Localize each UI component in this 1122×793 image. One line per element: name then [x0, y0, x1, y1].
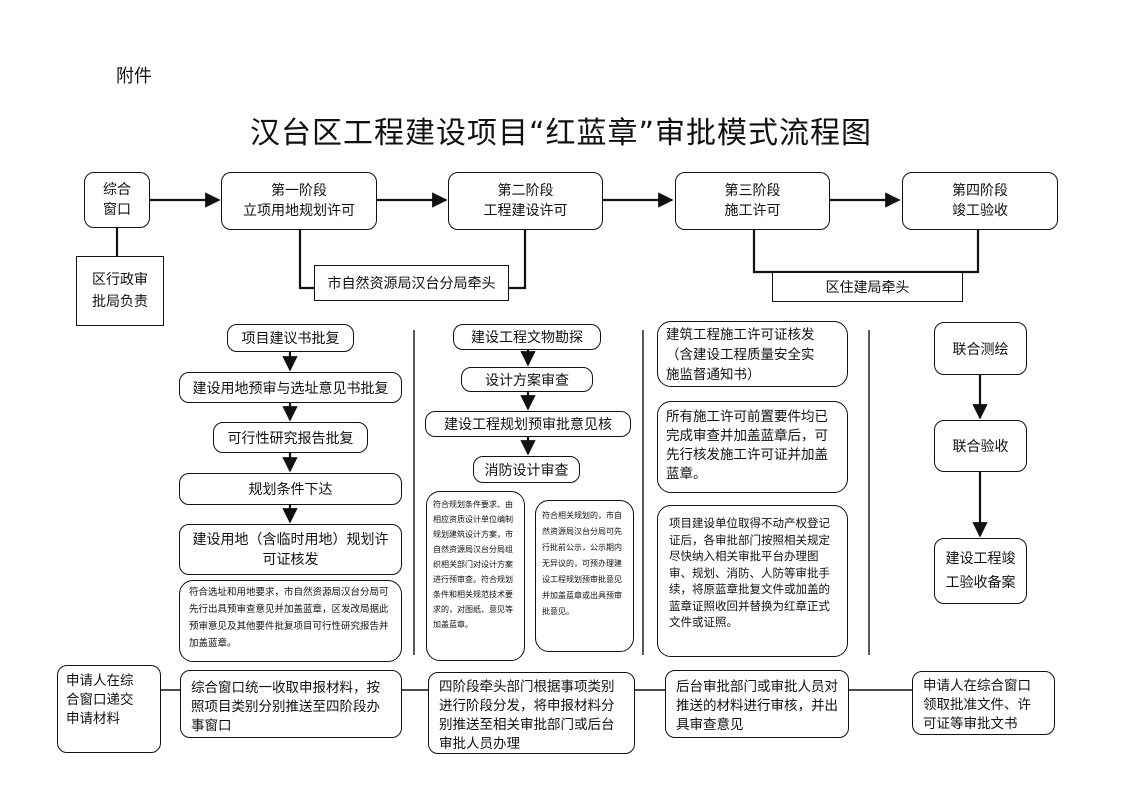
col2-item-2: 设计方案审查	[461, 367, 593, 392]
col2-note-right-text: 符合相关规划的，市自然资源局汉台分局可先行批前公示，公示期内无异议的，可预办理建…	[542, 511, 622, 616]
comprehensive-window-label: 综合 窗口	[103, 182, 131, 218]
col4-item-2: 联合验收	[934, 420, 1027, 472]
lead-34-box: 区住建局牵头	[772, 272, 963, 302]
stage1-box: 第一阶段 立项用地规划许可	[221, 172, 377, 230]
col1-item-5-label: 建设用地（含临时用地）规划许 可证核发	[192, 531, 389, 568]
col1-note-text: 符合选址和用地要求，市自然资源局汉台分局可先行出具预审查意见并加盖蓝章，区发改局…	[189, 587, 389, 649]
lead-12-label: 市自然资源局汉台分局牵头	[327, 276, 496, 292]
stage2-box: 第二阶段 工程建设许可	[448, 172, 603, 230]
col2-note-left-text: 符合规划条件要求、由相应资质设计单位编制规划建筑设计方案，市自然资源局汉台分局组…	[433, 500, 513, 629]
col3-permit-box: 建筑工程施工许可证核发 （含建设工程质量安全实 施监督通知书）	[657, 321, 848, 387]
col1-item-3: 可行性研究报告批复	[213, 422, 368, 453]
col2-item-3: 建设工程规划预审批意见核	[425, 411, 631, 437]
stage4-label: 第四阶段 竣工验收	[952, 183, 1008, 219]
stage4-box: 第四阶段 竣工验收	[902, 172, 1058, 230]
col1-item-3-label: 可行性研究报告批复	[227, 430, 354, 447]
backend-review-text: 后台审批部门或审批人员对推送的材料进行审核，并出具审查意见	[676, 679, 838, 733]
col4-item-1: 联合测绘	[934, 322, 1027, 375]
stage3-label: 第三阶段 施工许可	[724, 183, 781, 219]
col1-note: 符合选址和用地要求，市自然资源局汉台分局可先行出具预审查意见并加盖蓝章，区发改局…	[179, 580, 402, 662]
col2-item-1-label: 建设工程文物勘探	[471, 330, 583, 346]
col3-permit-label: 建筑工程施工许可证核发 （含建设工程质量安全实 施监督通知书）	[666, 327, 815, 383]
col1-item-4-label: 规划条件下达	[248, 482, 333, 498]
col2-note-left: 符合规划条件要求、由相应资质设计单位编制规划建筑设计方案，市自然资源局汉台分局组…	[426, 491, 525, 661]
window-collect-text: 综合窗口统一收取申报材料，按照项目类别分别推送至四阶段办事窗口	[191, 680, 380, 734]
col4-item-1-label: 联合测绘	[952, 341, 1009, 358]
stage-lead-box: 四阶段牵头部门根据事项类别进行阶段分发，将申报材料分别推送至相关审批部门或后台审…	[428, 672, 635, 754]
lead-12-box: 市自然资源局汉台分局牵头	[314, 265, 509, 301]
backend-review-box: 后台审批部门或审批人员对推送的材料进行审核，并出具审查意见	[665, 670, 849, 738]
admin-bureau-box: 区行政审 批局负责	[76, 256, 164, 326]
col3-note2-text: 项目建设单位取得不动产权登记证后，各审批部门按照相关规定尽快纳入相关审批平台办理…	[669, 516, 830, 629]
col3-note1: 所有施工许可前置要件均已完成审查并加盖蓝章后，可先行核发施工许可证并加盖蓝章。	[657, 401, 848, 493]
col2-item-1: 建设工程文物勘探	[453, 324, 601, 350]
col3-note1-text: 所有施工许可前置要件均已完成审查并加盖蓝章后，可先行核发施工许可证并加盖蓝章。	[666, 409, 828, 482]
page-title: 汉台区工程建设项目“红蓝章”审批模式流程图	[249, 116, 873, 151]
col2-item-3-label: 建设工程规划预审批意见核	[444, 417, 612, 433]
col4-item-3-label: 建设工程竣 工验收备案	[945, 551, 1016, 591]
col1-item-5: 建设用地（含临时用地）规划许 可证核发	[179, 524, 402, 575]
applicant-receive-text: 申请人在综合窗口领取批准文件、许可证等审批文书	[923, 678, 1031, 732]
applicant-submit-text: 申请人在综 合窗口递交 申请材料	[66, 673, 134, 727]
col1-item-1: 项目建议书批复	[227, 324, 354, 352]
col1-item-2-label: 建设用地预审与选址意见书批复	[192, 380, 389, 397]
col1-item-4: 规划条件下达	[179, 473, 402, 505]
lead-34-label: 区住建局牵头	[825, 280, 910, 296]
stage3-box: 第三阶段 施工许可	[675, 172, 830, 230]
col2-item-2-label: 设计方案审查	[485, 372, 569, 389]
col2-item-4: 消防设计审查	[473, 456, 580, 483]
window-collect-box: 综合窗口统一收取申报材料，按照项目类别分别推送至四阶段办事窗口	[180, 670, 402, 738]
bracket-lead-34	[752, 230, 980, 274]
col3-note2: 项目建设单位取得不动产权登记证后，各审批部门按照相关规定尽快纳入相关审批平台办理…	[657, 505, 848, 657]
admin-bureau-label: 区行政审 批局负责	[92, 272, 148, 310]
applicant-submit-box: 申请人在综 合窗口递交 申请材料	[57, 665, 161, 753]
stage-lead-text: 四阶段牵头部门根据事项类别进行阶段分发，将申报材料分别推送至相关审批部门或后台审…	[439, 679, 615, 752]
attachment-label: 附件	[116, 66, 152, 87]
applicant-receive-box: 申请人在综合窗口领取批准文件、许可证等审批文书	[912, 671, 1055, 735]
col2-item-4-label: 消防设计审查	[484, 462, 569, 479]
comprehensive-window-box: 综合 窗口	[84, 172, 150, 228]
col1-item-1-label: 项目建议书批复	[241, 331, 340, 347]
stage1-label: 第一阶段 立项用地规划许可	[243, 183, 355, 219]
col4-item-2-label: 联合验收	[952, 439, 1009, 455]
col1-item-2: 建设用地预审与选址意见书批复	[179, 372, 402, 403]
col4-item-3: 建设工程竣 工验收备案	[934, 538, 1027, 604]
col2-note-right: 符合相关规划的，市自然资源局汉台分局可先行批前公示，公示期内无异议的，可预办理建…	[535, 500, 634, 652]
stage2-label: 第二阶段 工程建设许可	[483, 183, 568, 219]
